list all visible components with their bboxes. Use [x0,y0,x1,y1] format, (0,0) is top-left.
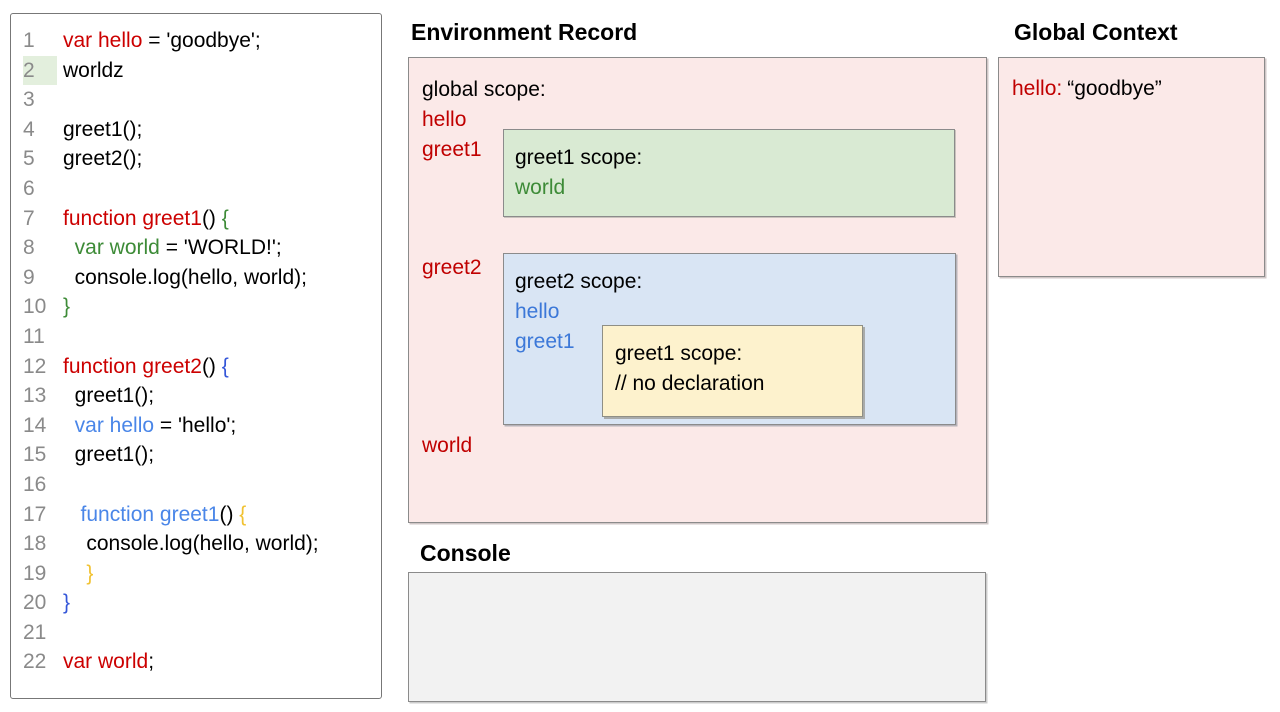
global-context-title: Global Context [1014,19,1178,45]
code-line: 18 console.log(hello, world); [23,529,381,559]
line-number-highlighted: 2 [23,55,57,86]
greet1-scope-box: greet1 scope: world [503,129,955,217]
no-declaration-comment: // no declaration [615,372,765,395]
code-text: var hello = 'hello'; [74,413,237,437]
global-var-greet2: greet2 [422,256,482,279]
code-line: 21 [23,618,381,648]
code-line: 8 var world = 'WORLD!'; [23,233,381,263]
code-text: function greet1() { [63,206,229,230]
greet1-var-world: world [515,176,566,199]
line-number: 21 [23,620,47,644]
line-number: 12 [23,354,47,378]
code-line: 10} [23,292,381,322]
code-line: 13 greet1(); [23,381,381,411]
code-line: 14 var hello = 'hello'; [23,411,381,441]
code-text: worldz [63,58,124,82]
console-title: Console [420,540,511,566]
code-text: function greet2() { [63,354,229,378]
global-var-world: world [422,434,473,457]
inner-greet1-scope-box: greet1 scope: // no declaration [602,325,863,417]
code-line: 4 greet1(); [23,115,381,145]
code-text: greet1(); [63,443,155,467]
entry-key: hello: [1012,77,1063,100]
code-text: console.log(hello, world); [63,265,307,289]
code-line: 22 var world; [23,647,381,677]
inner-greet1-scope-label: greet1 scope: [615,342,743,365]
line-number: 14 [23,413,47,437]
code-line: 19 } [23,559,381,589]
global-var-hello: hello [422,108,467,131]
line-number: 3 [23,88,35,112]
global-scope-label: global scope: [422,78,546,101]
code-line: 12 function greet2() { [23,352,381,382]
line-number: 8 [23,236,35,260]
line-number: 20 [23,591,47,615]
greet2-var-hello: hello [515,300,560,323]
line-number: 1 [23,29,35,52]
code-line: 17 function greet1() { [23,500,381,530]
console-box [408,572,986,702]
line-number: 5 [23,147,35,171]
line-number: 18 [23,532,47,556]
global-context-box: hello:“goodbye” [998,57,1265,277]
line-number: 4 [23,117,35,141]
line-number: 16 [23,472,47,496]
environment-record-title: Environment Record [411,19,638,45]
code-text: console.log(hello, world); [63,532,319,556]
code-line: 7 function greet1() { [23,204,381,234]
global-scope-box: global scope: hello greet1 greet2 world … [408,57,987,523]
code-line: 1 var hello = 'goodbye'; [23,26,381,56]
code-line: 20} [23,588,381,618]
code-line: 6 [23,174,381,204]
line-number: 19 [23,561,47,585]
code-text: var world; [63,650,155,674]
line-number: 7 [23,206,35,230]
code-line: 5 greet2(); [23,144,381,174]
global-var-greet1: greet1 [422,138,482,161]
line-number: 22 [23,650,47,674]
greet1-scope-label: greet1 scope: [515,146,643,169]
line-number: 6 [23,176,35,200]
code-line: 15 greet1(); [23,440,381,470]
code-line: 11 [23,322,381,352]
line-number: 9 [23,265,35,289]
line-number: 17 [23,502,47,526]
line-number: 11 [23,324,45,348]
code-text: var world = 'WORLD!'; [74,236,282,260]
line-number: 13 [23,384,47,408]
code-text: } [63,591,71,615]
greet2-scope-box: greet2 scope: hello greet1 greet1 scope:… [503,253,956,425]
code-text: var hello = 'goodbye'; [63,29,261,52]
code-line: 9 console.log(hello, world); [23,263,381,293]
code-text: greet1(); [63,117,143,141]
line-number: 10 [23,295,47,319]
code-text: } [86,561,94,585]
code-text: greet2(); [63,147,143,171]
code-text: } [63,295,71,319]
entry-value: “goodbye” [1067,77,1162,100]
code-line: 3 [23,85,381,115]
code-line: 16 [23,470,381,500]
code-text: greet1(); [63,384,155,408]
global-context-entry: hello:“goodbye” [1012,74,1162,104]
greet2-var-greet1: greet1 [515,330,575,353]
code-text: function greet1() { [80,502,247,526]
greet2-scope-label: greet2 scope: [515,270,643,293]
line-number: 15 [23,443,47,467]
